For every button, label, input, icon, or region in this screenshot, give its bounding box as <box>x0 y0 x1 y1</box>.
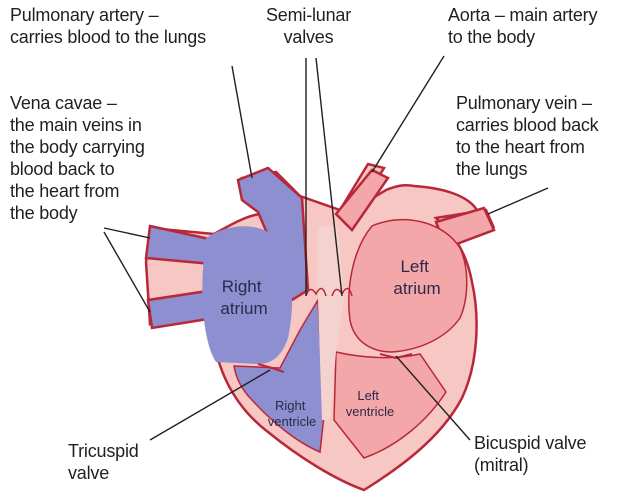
label-pulmonary-artery: Pulmonary artery – carries blood to the … <box>10 4 206 48</box>
label-pulmonary-vein: Pulmonary vein – carries blood back to t… <box>456 92 598 180</box>
label-tricuspid-line2: valve <box>68 462 139 484</box>
label-vena-cavae-line5: the heart from <box>10 180 145 202</box>
label-vena-cavae-line3: the body carrying <box>10 136 145 158</box>
leader-aorta <box>372 56 444 172</box>
label-pulmonary-vein-line2: carries blood back <box>456 114 598 136</box>
label-aorta-line1: Aorta – main artery <box>448 4 597 26</box>
leader-pulmonary-artery <box>232 66 252 178</box>
label-bicuspid-line2: (mitral) <box>474 454 586 476</box>
label-pulmonary-vein-line3: to the heart from <box>456 136 598 158</box>
label-semilunar-line1: Semi-lunar <box>266 4 351 26</box>
label-aorta: Aorta – main artery to the body <box>448 4 597 48</box>
label-tricuspid-line1: Tricuspid <box>68 440 139 462</box>
label-vena-cavae-line1: Vena cavae – <box>10 92 145 114</box>
label-bicuspid-valve: Bicuspid valve (mitral) <box>474 432 586 476</box>
label-vena-cavae-line6: the body <box>10 202 145 224</box>
label-pulmonary-vein-line1: Pulmonary vein – <box>456 92 598 114</box>
label-aorta-line2: to the body <box>448 26 597 48</box>
label-right-ventricle: Right ventricle <box>268 398 316 429</box>
leader-pulmonary-vein <box>488 188 548 214</box>
label-vena-cavae-line2: the main veins in <box>10 114 145 136</box>
leader-vena-cava-2 <box>104 232 150 312</box>
label-tricuspid-valve: Tricuspid valve <box>68 440 139 484</box>
label-pulmonary-artery-line1: Pulmonary artery – <box>10 4 206 26</box>
leader-vena-cava-1 <box>104 228 150 238</box>
label-vena-cavae: Vena cavae – the main veins in the body … <box>10 92 145 224</box>
label-pulmonary-artery-line2: carries blood to the lungs <box>10 26 206 48</box>
label-vena-cavae-line4: blood back to <box>10 158 145 180</box>
label-pulmonary-vein-line4: the lungs <box>456 158 598 180</box>
label-bicuspid-line1: Bicuspid valve <box>474 432 586 454</box>
label-semilunar-valves: Semi-lunar valves <box>266 4 351 48</box>
label-semilunar-line2: valves <box>266 26 351 48</box>
